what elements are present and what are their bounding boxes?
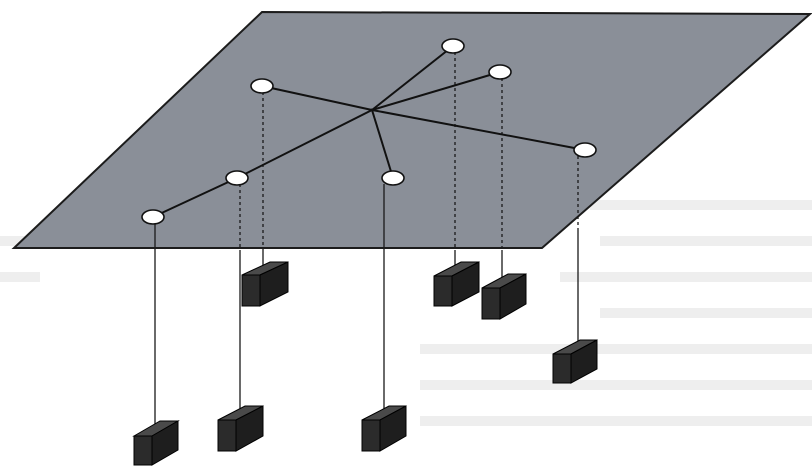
- edge-hub-node-5: [236, 109, 373, 179]
- node-7: [573, 142, 597, 158]
- device-block-4: [552, 339, 598, 384]
- edge-node-5-node-4: [152, 177, 238, 218]
- edge-hub-node-1: [371, 45, 454, 111]
- node-1: [441, 38, 465, 54]
- node-4: [141, 209, 165, 225]
- edge-hub-node-2: [261, 85, 373, 111]
- connector-lines: [154, 52, 579, 428]
- node-2: [250, 78, 274, 94]
- device-block-7: [132, 420, 180, 466]
- plane-nodes: [141, 38, 597, 225]
- node-5: [225, 170, 249, 186]
- device-block-1: [241, 261, 289, 307]
- edge-hub-node-7: [371, 109, 586, 151]
- edge-hub-node-6: [371, 109, 394, 179]
- node-3: [488, 64, 512, 80]
- hub-point: [370, 108, 374, 112]
- device-block-6: [361, 405, 407, 452]
- devices: [132, 261, 598, 466]
- plane-surface: [11, 10, 812, 249]
- device-block-3: [481, 273, 527, 320]
- device-block-5: [217, 405, 264, 452]
- node-6: [381, 170, 405, 186]
- device-block-2: [433, 261, 480, 307]
- edge-hub-node-3: [371, 71, 501, 111]
- hub-edges: [152, 45, 586, 218]
